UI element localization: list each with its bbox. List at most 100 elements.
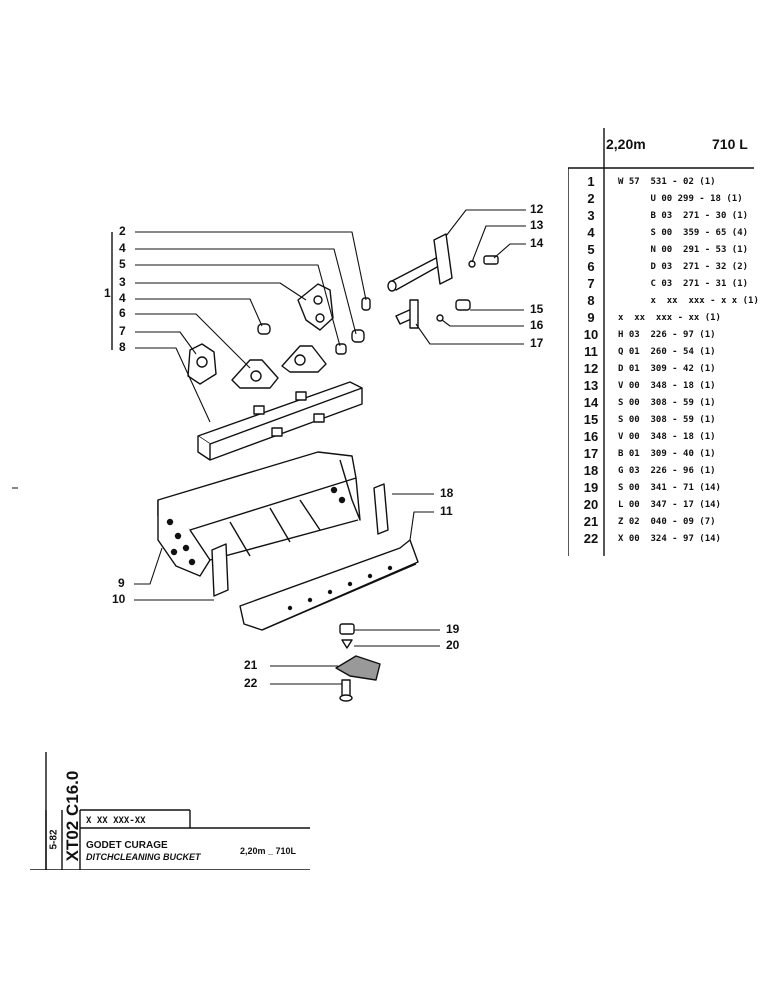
callout-3: 3 [119, 275, 126, 289]
table-row: 15 S 00 308 - 59 (1) [568, 412, 754, 429]
item-reference: S 00 359 - 65 (4) [618, 228, 749, 238]
item-reference: N 00 291 - 53 (1) [618, 245, 749, 255]
item-reference: B 03 271 - 30 (1) [618, 211, 749, 221]
table-header-size: 2,20m [606, 136, 646, 152]
callout-14: 14 [530, 236, 544, 250]
item-reference: x xx xxx - x x (1) [618, 296, 759, 306]
pin-part-17 [395, 299, 419, 329]
callout-11: 11 [440, 504, 453, 518]
callout-2: 2 [119, 224, 126, 238]
table-row: 2 U 00 299 - 18 (1) [568, 191, 754, 208]
part-code: X XX XXX-XX [86, 816, 146, 826]
callout-20: 20 [446, 638, 460, 652]
item-number: 7 [587, 276, 595, 291]
table-row: 4 S 00 359 - 65 (4) [568, 225, 754, 242]
item-reference: U 00 299 - 18 (1) [618, 194, 743, 204]
item-number: 15 [583, 412, 599, 427]
callout-8: 8 [119, 340, 126, 354]
callout-17: 17 [530, 336, 544, 350]
bushing-part-4 [257, 323, 271, 335]
table-row: 10 H 03 226 - 97 (1) [568, 327, 754, 344]
bolt-part-22 [339, 679, 353, 702]
table-row: 17 B 01 309 - 40 (1) [568, 446, 754, 463]
hinge-plate-part-3 [297, 283, 334, 331]
beam-part-8 [197, 381, 363, 461]
item-number: 18 [583, 463, 599, 478]
callout-9: 9 [118, 576, 125, 590]
item-reference: D 01 309 - 42 (1) [618, 364, 716, 374]
item-number: 13 [583, 378, 599, 393]
bolt-part-15 [455, 299, 471, 311]
item-reference: x xx xxx - xx (1) [618, 313, 721, 323]
title-french: GODET CURAGE [86, 840, 168, 851]
item-reference: X 00 324 - 97 (14) [618, 534, 721, 544]
callout-15: 15 [530, 302, 544, 316]
item-reference: V 00 348 - 18 (1) [618, 381, 716, 391]
item-number: 17 [583, 446, 599, 461]
table-row: 7 C 03 271 - 31 (1) [568, 276, 754, 293]
item-number: 8 [587, 293, 595, 308]
sheet-number: 5-82 [48, 829, 60, 850]
title-block-lines [30, 752, 310, 870]
table-row: 1 W 57 531 - 02 (1) [568, 174, 754, 191]
callout-6: 6 [119, 306, 126, 320]
item-number: 5 [587, 242, 595, 257]
table-row: 13 V 00 348 - 18 (1) [568, 378, 754, 395]
item-reference: S 00 308 - 59 (1) [618, 415, 716, 425]
item-reference: G 03 226 - 96 (1) [618, 466, 716, 476]
item-reference: V 00 348 - 18 (1) [618, 432, 716, 442]
table-row: 12 D 01 309 - 42 (1) [568, 361, 754, 378]
item-reference: L 00 347 - 17 (14) [618, 500, 721, 510]
cutting-edge-part-11 [239, 539, 419, 631]
item-number: 3 [587, 208, 595, 223]
title-english: DITCHCLEANING BUCKET [86, 852, 201, 862]
bracket-part-6 [231, 345, 327, 389]
item-number: 10 [583, 327, 599, 342]
washer-part-20 [341, 639, 353, 649]
item-number: 12 [583, 361, 599, 376]
callout-16: 16 [530, 318, 544, 332]
callout-10: 10 [112, 592, 126, 606]
item-reference: D 03 271 - 32 (2) [618, 262, 749, 272]
washer-part-16 [436, 314, 444, 322]
item-number: 11 [584, 344, 598, 359]
item-reference: H 03 226 - 97 (1) [618, 330, 716, 340]
table-row: 3 B 03 271 - 30 (1) [568, 208, 754, 225]
callout-12: 12 [530, 202, 544, 216]
item-reference: B 01 309 - 40 (1) [618, 449, 716, 459]
item-reference: W 57 531 - 02 (1) [618, 177, 716, 187]
nut-part-19 [339, 623, 355, 635]
side-plate-part-18 [373, 483, 389, 535]
item-number: 4 [587, 225, 595, 240]
item-reference: Q 01 260 - 54 (1) [618, 347, 716, 357]
callout-18: 18 [440, 486, 454, 500]
callout-1: 1 [104, 286, 111, 300]
item-number: 14 [583, 395, 599, 410]
tooth-part-21 [335, 655, 381, 681]
bushing-part-4b [335, 343, 347, 355]
table-row: 14 S 00 308 - 59 (1) [568, 395, 754, 412]
callout-4: 4 [119, 241, 126, 255]
callout-4b: 4 [119, 291, 126, 305]
item-number: 6 [587, 259, 595, 274]
nut-part-5 [351, 329, 365, 343]
leader-lines [134, 209, 526, 685]
item-number: 1 [587, 174, 595, 189]
callout-5: 5 [119, 257, 126, 271]
item-number: 16 [583, 429, 599, 444]
item-reference: C 03 271 - 31 (1) [618, 279, 749, 289]
callout-13: 13 [530, 218, 544, 232]
item-number: 2 [587, 191, 595, 206]
item-reference: Z 02 040 - 09 (7) [618, 517, 716, 527]
table-row: 6 D 03 271 - 32 (2) [568, 259, 754, 276]
table-row: 8 x xx xxx - x x (1) [568, 293, 759, 310]
bracket-part-7 [187, 343, 217, 385]
shaft-part-12 [387, 233, 453, 292]
item-reference: S 00 308 - 59 (1) [618, 398, 716, 408]
